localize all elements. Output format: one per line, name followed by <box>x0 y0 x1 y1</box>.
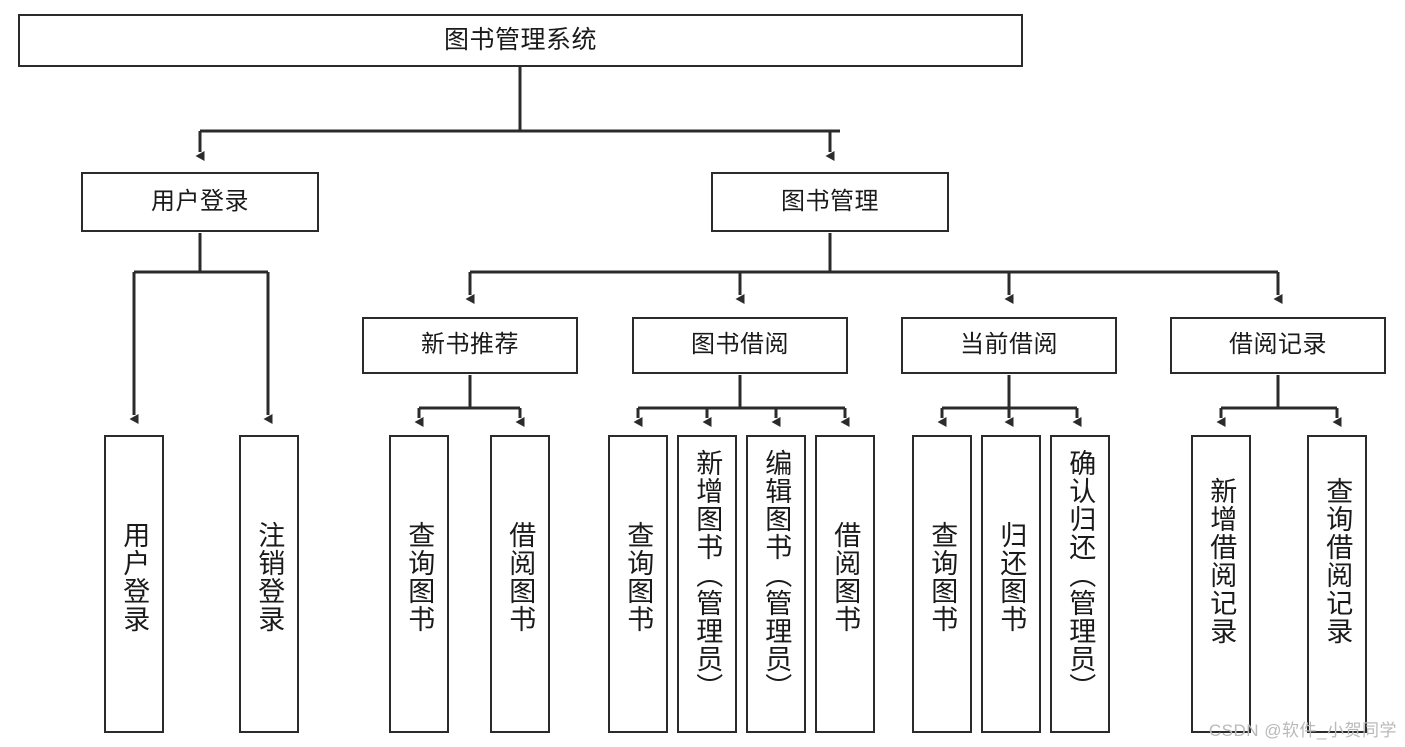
leaf-query-book-1-label: 查询图书 <box>404 521 435 633</box>
leaf-query-book-3[interactable]: 查询图书 <box>912 435 972 733</box>
leaf-logout-login-label: 注销登录 <box>254 521 285 633</box>
node-borrow-record[interactable]: 借阅记录 <box>1170 317 1386 374</box>
leaf-query-book-1[interactable]: 查询图书 <box>389 435 449 733</box>
node-borrow-record-label: 借阅记录 <box>1229 331 1327 359</box>
leaf-user-login[interactable]: 用户登录 <box>104 435 164 733</box>
csdn-watermark: CSDN @软件_小贺同学 <box>1208 721 1397 740</box>
node-new-book-recommend[interactable]: 新书推荐 <box>362 317 578 374</box>
node-book-management[interactable]: 图书管理 <box>711 172 949 232</box>
leaf-confirm-return[interactable]: 确认归还（管理员） <box>1050 435 1110 733</box>
leaf-query-book-2-label: 查询图书 <box>623 521 654 633</box>
leaf-borrow-book-1-label: 借阅图书 <box>505 521 536 633</box>
node-book-borrow-label: 图书借阅 <box>691 331 789 359</box>
node-root-system-label: 图书管理系统 <box>443 25 597 54</box>
leaf-query-record[interactable]: 查询借阅记录 <box>1307 435 1367 733</box>
node-user-login[interactable]: 用户登录 <box>81 172 319 232</box>
leaf-query-record-label: 查询借阅记录 <box>1322 477 1353 645</box>
node-book-management-label: 图书管理 <box>781 187 879 215</box>
leaf-confirm-return-label: 确认归还（管理员） <box>1065 449 1096 701</box>
leaf-query-book-3-label: 查询图书 <box>927 521 958 633</box>
leaf-borrow-book-2[interactable]: 借阅图书 <box>815 435 875 733</box>
node-current-borrow-label: 当前借阅 <box>960 331 1058 359</box>
node-user-login-label: 用户登录 <box>151 187 249 215</box>
leaf-borrow-book-1[interactable]: 借阅图书 <box>490 435 550 733</box>
leaf-edit-book[interactable]: 编辑图书（管理员） <box>746 435 806 733</box>
leaf-add-record[interactable]: 新增借阅记录 <box>1191 435 1251 733</box>
leaf-add-book-label: 新增图书（管理员） <box>692 449 723 701</box>
leaf-return-book[interactable]: 归还图书 <box>981 435 1041 733</box>
node-current-borrow[interactable]: 当前借阅 <box>901 317 1117 374</box>
node-book-borrow[interactable]: 图书借阅 <box>632 317 848 374</box>
leaf-borrow-book-2-label: 借阅图书 <box>830 521 861 633</box>
leaf-logout-login[interactable]: 注销登录 <box>239 435 299 733</box>
leaf-add-book[interactable]: 新增图书（管理员） <box>677 435 737 733</box>
node-root-system[interactable]: 图书管理系统 <box>18 14 1023 67</box>
leaf-user-login-label: 用户登录 <box>119 521 150 633</box>
leaf-return-book-label: 归还图书 <box>996 521 1027 633</box>
node-new-book-recommend-label: 新书推荐 <box>421 331 519 359</box>
leaf-edit-book-label: 编辑图书（管理员） <box>761 449 792 701</box>
leaf-add-record-label: 新增借阅记录 <box>1206 477 1237 645</box>
leaf-query-book-2[interactable]: 查询图书 <box>608 435 668 733</box>
